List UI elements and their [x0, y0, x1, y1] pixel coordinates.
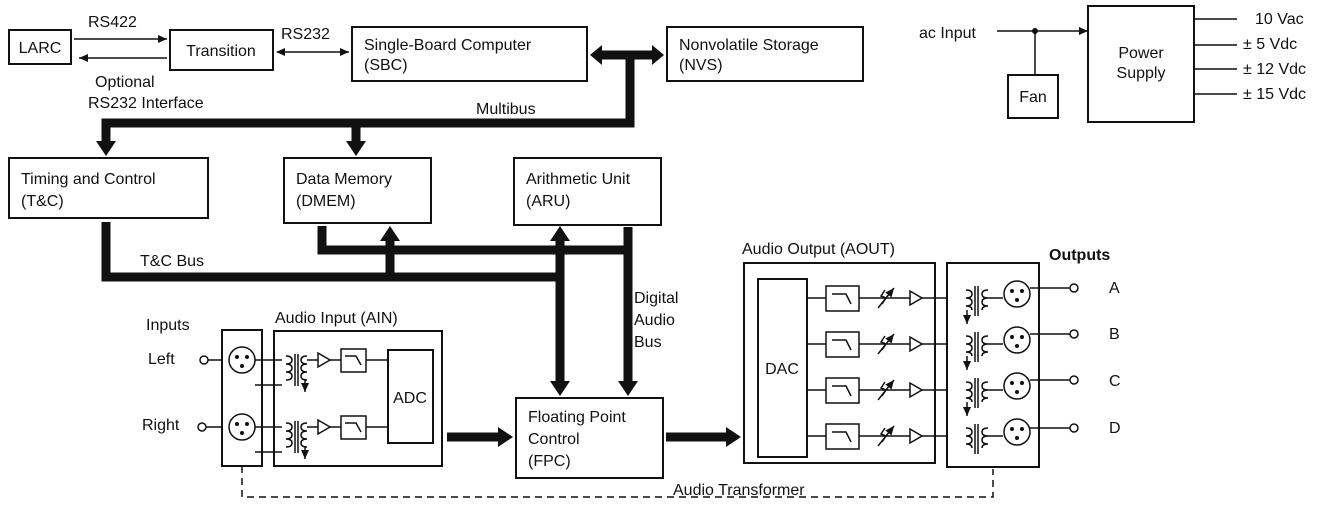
svg-text:Supply: Supply — [1117, 65, 1166, 82]
aout-channel-c — [807, 377, 962, 404]
optional-label: Optional — [95, 74, 155, 91]
svg-text:(NVS): (NVS) — [679, 57, 723, 74]
tc-bus — [101, 222, 557, 282]
svg-text:Timing and Control: Timing and Control — [21, 171, 156, 188]
rs422-label: RS422 — [88, 14, 137, 31]
svg-text:Control: Control — [528, 431, 580, 448]
power-supply-block: Power Supply — [1087, 5, 1195, 123]
rs232-label: RS232 — [281, 26, 330, 43]
multibus — [96, 45, 664, 156]
audio-transformer-label: Audio Transformer — [673, 482, 805, 499]
timing-control-block: Timing and Control (T&C) — [8, 157, 209, 219]
audio-transformer-link — [241, 466, 994, 498]
audio-label: Audio — [634, 312, 675, 329]
svg-text:(ARU): (ARU) — [526, 193, 570, 210]
audio-input-heading: Audio Input (AIN) — [275, 310, 398, 327]
output-d-label: D — [1109, 420, 1121, 437]
data-memory-block: Data Memory (DMEM) — [283, 157, 432, 224]
voltage-5vdc: ± 5 Vdc — [1243, 36, 1297, 53]
svg-text:Single-Board Computer: Single-Board Computer — [364, 37, 532, 54]
input-left-terminal — [199, 355, 209, 365]
input-left-label: Left — [148, 351, 175, 368]
bus-label: Bus — [634, 334, 662, 351]
adc-block: ADC — [387, 349, 434, 444]
sbc-block: Single-Board Computer (SBC) — [351, 26, 588, 82]
svg-text:Fan: Fan — [1019, 89, 1047, 106]
svg-text:Power: Power — [1118, 45, 1164, 62]
tc-bus-label: T&C Bus — [140, 253, 204, 270]
aout-channel-b — [807, 331, 962, 358]
aout-channel-a — [807, 285, 962, 312]
larc-block: LARC — [8, 29, 72, 65]
voltage-10vac: 10 Vac — [1255, 11, 1304, 28]
voltage-15vdc: ± 15 Vdc — [1243, 86, 1306, 103]
svg-text:ADC: ADC — [393, 390, 427, 407]
svg-text:Data Memory: Data Memory — [296, 171, 392, 188]
svg-text:(FPC): (FPC) — [528, 453, 571, 470]
output-c-label: C — [1109, 373, 1121, 390]
input-transformer-panel — [221, 329, 263, 467]
output-transformer-panel — [946, 262, 1040, 468]
svg-text:(T&C): (T&C) — [21, 193, 64, 210]
fan-block: Fan — [1007, 74, 1059, 119]
ac-input-label: ac Input — [919, 25, 976, 42]
nvs-block: Nonvolatile Storage (NVS) — [666, 26, 864, 82]
svg-text:LARC: LARC — [19, 40, 62, 57]
voltage-12vdc: ± 12 Vdc — [1243, 61, 1306, 78]
svg-text:Transition: Transition — [186, 43, 256, 60]
output-xlr-connectors — [1003, 280, 1031, 446]
ain-left-chain — [255, 348, 388, 392]
optional-interface-label: RS232 Interface — [88, 95, 204, 112]
dac-block: DAC — [757, 278, 808, 458]
input-right-terminal — [197, 422, 207, 432]
arithmetic-unit-block: Arithmetic Unit (ARU) — [513, 157, 662, 226]
svg-text:Arithmetic Unit: Arithmetic Unit — [526, 171, 631, 188]
svg-text:Nonvolatile Storage: Nonvolatile Storage — [679, 37, 819, 54]
ain-right-chain — [255, 415, 388, 459]
power-outputs — [1194, 18, 1237, 95]
transition-block: Transition — [169, 29, 274, 71]
output-a-label: A — [1109, 280, 1120, 297]
digital-audio-bus — [317, 226, 638, 396]
digital-label: Digital — [634, 290, 678, 307]
svg-text:(SBC): (SBC) — [364, 57, 408, 74]
audio-output-heading: Audio Output (AOUT) — [742, 241, 895, 258]
aout-channel-d — [807, 423, 962, 450]
svg-text:(DMEM): (DMEM) — [296, 193, 356, 210]
multibus-label: Multibus — [476, 101, 536, 118]
inputs-heading: Inputs — [146, 317, 190, 334]
input-right-label: Right — [142, 417, 180, 434]
output-b-label: B — [1109, 326, 1120, 343]
fpc-block: Floating Point Control (FPC) — [515, 397, 664, 479]
svg-text:DAC: DAC — [765, 361, 799, 378]
svg-text:Floating Point: Floating Point — [528, 409, 626, 426]
output-terminals — [1030, 283, 1079, 433]
output-transformers — [963, 286, 1003, 454]
outputs-heading: Outputs — [1049, 247, 1110, 264]
